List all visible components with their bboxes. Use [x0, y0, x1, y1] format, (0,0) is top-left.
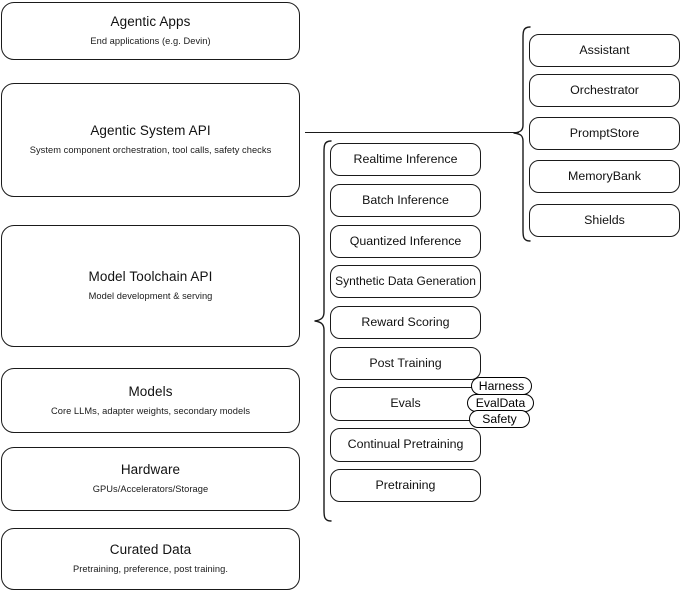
layer-box-models[interactable]: Models Core LLMs, adapter weights, secon… [1, 368, 300, 433]
layer-subtitle: Model development & serving [88, 291, 213, 302]
eval-pill-label: Safety [482, 412, 517, 426]
system-item-promptstore[interactable]: PromptStore [529, 117, 680, 150]
layer-box-curated-data[interactable]: Curated Data Pretraining, preference, po… [1, 528, 300, 590]
toolchain-item-label: Reward Scoring [361, 314, 450, 329]
layer-title: Model Toolchain API [88, 269, 213, 285]
toolchain-item-realtime-inference[interactable]: Realtime Inference [330, 143, 481, 176]
layer-title: Agentic Apps [110, 14, 191, 30]
toolchain-item-label: Quantized Inference [349, 233, 462, 248]
system-item-orchestrator[interactable]: Orchestrator [529, 74, 680, 107]
eval-pill-safety[interactable]: Safety [469, 410, 530, 428]
system-item-label: Shields [584, 212, 625, 227]
toolchain-item-post-training[interactable]: Post Training [330, 347, 481, 380]
toolchain-item-label: Realtime Inference [353, 151, 458, 166]
toolchain-item-quantized-inference[interactable]: Quantized Inference [330, 225, 481, 258]
eval-pill-label: Harness [478, 379, 525, 393]
connector-system-api-to-components [305, 132, 519, 134]
layer-subtitle: System component orchestration, tool cal… [29, 145, 272, 156]
toolchain-item-label: Continual Pretraining [347, 437, 464, 452]
layer-title: Curated Data [109, 542, 192, 558]
layer-box-agentic-apps[interactable]: Agentic Apps End applications (e.g. Devi… [1, 2, 300, 60]
toolchain-item-evals[interactable]: Evals [330, 387, 481, 421]
system-item-label: Orchestrator [570, 82, 639, 97]
toolchain-item-label: Batch Inference [362, 192, 449, 207]
system-components-brace [513, 26, 531, 242]
layer-box-hardware[interactable]: Hardware GPUs/Accelerators/Storage [1, 447, 300, 511]
layer-title: Agentic System API [90, 123, 211, 139]
system-item-shields[interactable]: Shields [529, 204, 680, 237]
layer-subtitle: GPUs/Accelerators/Storage [92, 484, 209, 495]
toolchain-item-label: Synthetic Data Generation [335, 274, 476, 288]
eval-pill-label: EvalData [475, 396, 526, 410]
layer-subtitle: End applications (e.g. Devin) [90, 36, 211, 47]
toolchain-item-synthetic-data-generation[interactable]: Synthetic Data Generation [330, 265, 481, 298]
layer-box-model-toolchain-api[interactable]: Model Toolchain API Model development & … [1, 225, 300, 347]
system-item-label: PromptStore [569, 125, 640, 140]
system-item-label: Assistant [579, 42, 630, 57]
layer-subtitle: Core LLMs, adapter weights, secondary mo… [50, 405, 251, 416]
system-item-assistant[interactable]: Assistant [529, 34, 680, 67]
toolchain-item-reward-scoring[interactable]: Reward Scoring [330, 306, 481, 339]
toolchain-item-continual-pretraining[interactable]: Continual Pretraining [330, 428, 481, 462]
layer-title: Models [128, 383, 173, 399]
toolchain-item-label: Post Training [369, 355, 442, 370]
toolchain-item-label: Evals [390, 396, 421, 411]
layer-box-agentic-system-api[interactable]: Agentic System API System component orch… [1, 83, 300, 197]
eval-pill-harness[interactable]: Harness [471, 377, 532, 395]
system-item-memorybank[interactable]: MemoryBank [529, 160, 680, 193]
layer-subtitle: Pretraining, preference, post training. [73, 564, 228, 575]
system-item-label: MemoryBank [568, 168, 641, 183]
layer-title: Hardware [120, 462, 181, 478]
toolchain-item-batch-inference[interactable]: Batch Inference [330, 184, 481, 217]
toolchain-item-label: Pretraining [375, 477, 436, 492]
toolchain-item-pretraining[interactable]: Pretraining [330, 469, 481, 502]
toolchain-brace [314, 140, 332, 522]
